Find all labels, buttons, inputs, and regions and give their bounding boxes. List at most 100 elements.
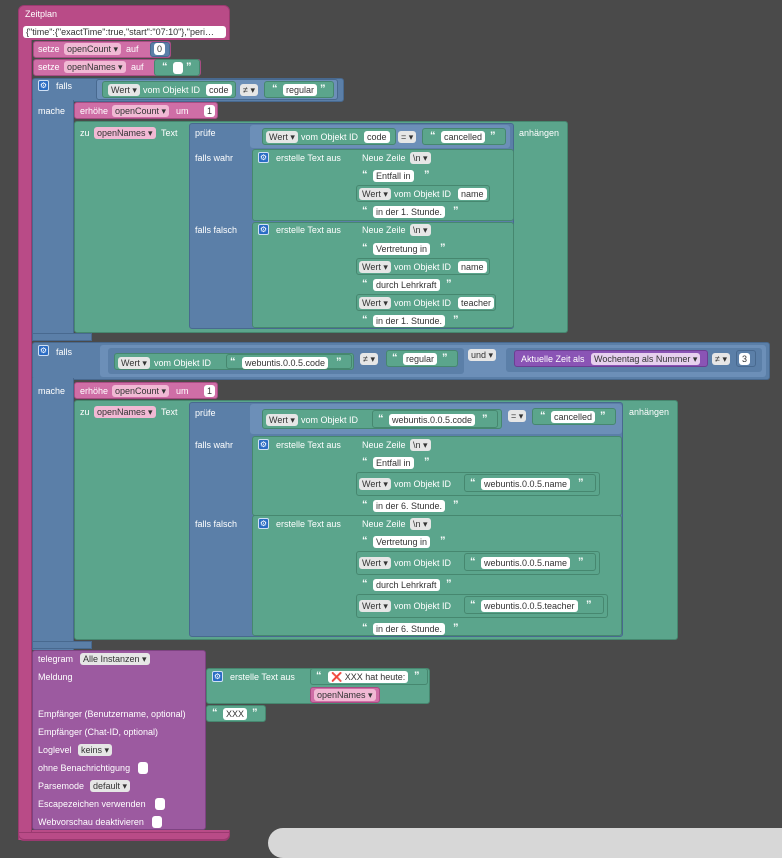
parsemode-label: Parsemode <box>38 781 85 791</box>
newline-dropdown[interactable]: \n ▾ <box>410 518 431 530</box>
var-dropdown-opennames[interactable]: openNames ▾ <box>314 689 376 701</box>
increment-label: erhöhe <box>80 386 109 396</box>
value-dropdown[interactable]: Wert ▾ <box>359 478 391 490</box>
increment-number-field[interactable]: 1 <box>204 385 216 397</box>
text-field-durch[interactable]: durch Lehrkraft <box>373 279 440 291</box>
object-id-field[interactable]: name <box>458 261 487 273</box>
quote-open-icon: “ <box>362 535 368 547</box>
gear-icon[interactable]: ⚙ <box>258 518 269 529</box>
value-dropdown[interactable]: Wert ▾ <box>118 357 150 369</box>
create-text-label: erstelle Text aus <box>230 672 295 682</box>
object-id-field[interactable]: code <box>364 131 390 143</box>
object-id-label: vom Objekt ID <box>301 132 359 142</box>
value-dropdown[interactable]: Wert ▾ <box>359 297 391 309</box>
text-field-durch[interactable]: durch Lehrkraft <box>373 579 440 591</box>
text-field-cancelled[interactable]: cancelled <box>441 131 486 143</box>
object-id-field[interactable]: webuntis.0.0.5.name <box>481 478 571 490</box>
quote-close-icon: ” <box>453 205 459 217</box>
text-field-stunde[interactable]: in der 6. Stunde. <box>373 623 446 635</box>
schedule-title: Zeitplan <box>25 9 58 19</box>
preview-checkbox[interactable] <box>152 816 162 828</box>
text-field-regular[interactable]: regular <box>403 353 438 365</box>
gear-icon[interactable]: ⚙ <box>212 671 223 682</box>
recipient-user-field[interactable]: XXX <box>223 708 248 720</box>
newline-dropdown[interactable]: \n ▾ <box>410 152 431 164</box>
value-dropdown[interactable]: Wert ▾ <box>359 600 391 612</box>
gear-icon[interactable]: ⚙ <box>38 345 49 356</box>
text-field-entfall[interactable]: Entfall in <box>373 457 414 469</box>
var-dropdown-opencount[interactable]: openCount ▾ <box>64 43 122 55</box>
quote-open-icon: “ <box>362 456 368 468</box>
object-id-field[interactable]: name <box>458 188 487 200</box>
quote-close-icon: ” <box>578 477 584 489</box>
object-id-label: vom Objekt ID <box>394 189 452 199</box>
value-dropdown[interactable]: Wert ▾ <box>359 188 391 200</box>
quote-close-icon: ” <box>446 278 452 290</box>
text-field-entfall[interactable]: Entfall in <box>373 170 414 182</box>
instance-dropdown[interactable]: Alle Instanzen ▾ <box>80 653 150 665</box>
text-field-vertretung[interactable]: Vertretung in <box>373 243 431 255</box>
text-field-stunde[interactable]: in der 6. Stunde. <box>373 500 446 512</box>
schedule-config-field[interactable]: {"time":{"exactTime":true,"start":"07:10… <box>23 26 226 38</box>
newline-dropdown[interactable]: \n ▾ <box>410 439 431 451</box>
value-dropdown[interactable]: Wert ▾ <box>359 557 391 569</box>
quote-open-icon: “ <box>430 130 436 142</box>
newline-dropdown[interactable]: \n ▾ <box>410 224 431 236</box>
quote-close-icon: ” <box>453 499 459 511</box>
quote-open-icon: “ <box>362 278 368 290</box>
var-dropdown-opencount[interactable]: openCount ▾ <box>112 105 170 117</box>
escape-checkbox[interactable] <box>155 798 165 810</box>
append-label: anhängen <box>629 407 670 417</box>
text-field-header[interactable]: ❌ XXX hat heute: <box>328 671 409 683</box>
object-id-field[interactable]: webuntis.0.0.5.code <box>389 414 476 426</box>
parsemode-dropdown[interactable]: default ▾ <box>90 780 131 792</box>
var-dropdown-opencount[interactable]: openCount ▾ <box>112 385 170 397</box>
loglevel-dropdown[interactable]: keins ▾ <box>78 744 113 756</box>
object-id-field[interactable]: teacher <box>458 297 495 309</box>
number-field[interactable]: 3 <box>739 353 751 365</box>
operator-dropdown[interactable]: ≠ ▾ <box>712 353 730 365</box>
if-label: falls <box>56 347 73 357</box>
gear-icon[interactable]: ⚙ <box>258 224 269 235</box>
if-false-label: falls falsch <box>195 225 238 235</box>
text-field-stunde[interactable]: in der 1. Stunde. <box>373 206 446 218</box>
and-dropdown[interactable]: und ▾ <box>468 349 497 361</box>
value-dropdown[interactable]: Wert ▾ <box>266 131 298 143</box>
weekday-dropdown[interactable]: Wochentag als Nummer ▾ <box>591 353 701 365</box>
operator-dropdown[interactable]: ≠ ▾ <box>240 84 258 96</box>
join-block-false-1 <box>252 222 514 328</box>
gear-icon[interactable]: ⚙ <box>258 152 269 163</box>
horizontal-scrollbar[interactable] <box>268 828 782 858</box>
quote-open-icon: “ <box>362 622 368 634</box>
if-block-1-foot <box>32 333 92 341</box>
var-dropdown-opennames[interactable]: openNames ▾ <box>64 61 126 73</box>
var-dropdown-opennames[interactable]: openNames ▾ <box>94 127 156 139</box>
object-id-field[interactable]: code <box>206 84 232 96</box>
object-id-field[interactable]: webuntis.0.0.5.code <box>242 357 329 369</box>
gear-icon[interactable]: ⚙ <box>258 439 269 450</box>
operator-dropdown[interactable]: = ▾ <box>508 410 527 422</box>
value-dropdown[interactable]: Wert ▾ <box>359 261 391 273</box>
increment-number-field[interactable]: 1 <box>204 105 216 117</box>
empty-text-field[interactable] <box>173 62 183 74</box>
telegram-block[interactable] <box>32 650 206 830</box>
value-dropdown[interactable]: Wert ▾ <box>266 414 298 426</box>
object-id-field[interactable]: webuntis.0.0.5.name <box>481 557 571 569</box>
text-field-cancelled[interactable]: cancelled <box>551 411 596 423</box>
number-field[interactable]: 0 <box>154 43 166 55</box>
var-dropdown-opennames[interactable]: openNames ▾ <box>94 406 156 418</box>
text-field-vertretung[interactable]: Vertretung in <box>373 536 431 548</box>
operator-dropdown[interactable]: ≠ ▾ <box>360 353 378 365</box>
set-label: setze <box>38 44 60 54</box>
value-dropdown[interactable]: Wert ▾ <box>108 84 140 96</box>
object-id-field[interactable]: webuntis.0.0.5.teacher <box>481 600 578 612</box>
do-label: mache <box>38 386 66 396</box>
operator-dropdown[interactable]: = ▾ <box>398 131 417 143</box>
gear-icon[interactable]: ⚙ <box>38 80 49 91</box>
quote-close-icon: ” <box>600 410 606 422</box>
silent-checkbox[interactable] <box>138 762 148 774</box>
quote-close-icon: ” <box>446 578 452 590</box>
if-false-label: falls falsch <box>195 519 238 529</box>
text-field-stunde[interactable]: in der 1. Stunde. <box>373 315 446 327</box>
text-field-regular[interactable]: regular <box>283 84 318 96</box>
